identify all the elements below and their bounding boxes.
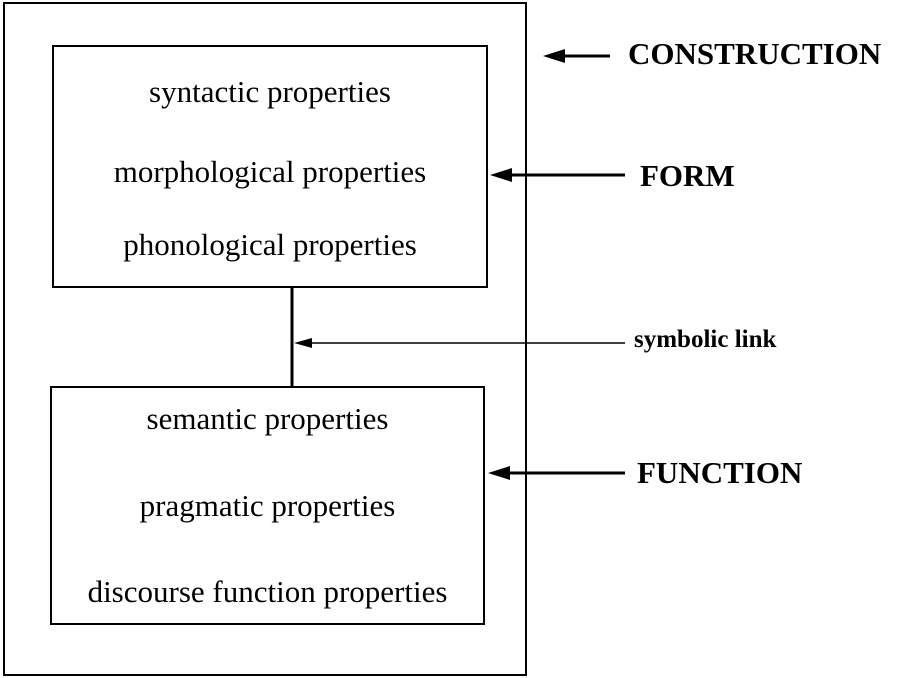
form-property-morphological: morphological properties	[113, 154, 427, 189]
form-property-syntactic: syntactic properties	[149, 74, 391, 109]
form-label: FORM	[640, 158, 735, 193]
construction-arrow	[543, 49, 610, 63]
symbolic-link-arrow	[294, 338, 625, 348]
form-box: syntactic properties morphological prope…	[52, 45, 488, 288]
function-property-semantic: semantic properties	[146, 401, 389, 436]
function-property-discourse: discourse function properties	[87, 574, 448, 609]
construction-label: CONSTRUCTION	[628, 36, 882, 71]
form-property-phonological: phonological properties	[123, 227, 417, 262]
function-label: FUNCTION	[637, 455, 803, 490]
form-arrow	[490, 168, 625, 182]
function-arrow	[488, 466, 625, 480]
symbolic-link-label: symbolic link	[634, 326, 777, 353]
function-property-pragmatic: pragmatic properties	[139, 488, 396, 523]
function-box: semantic properties pragmatic properties…	[50, 386, 485, 625]
